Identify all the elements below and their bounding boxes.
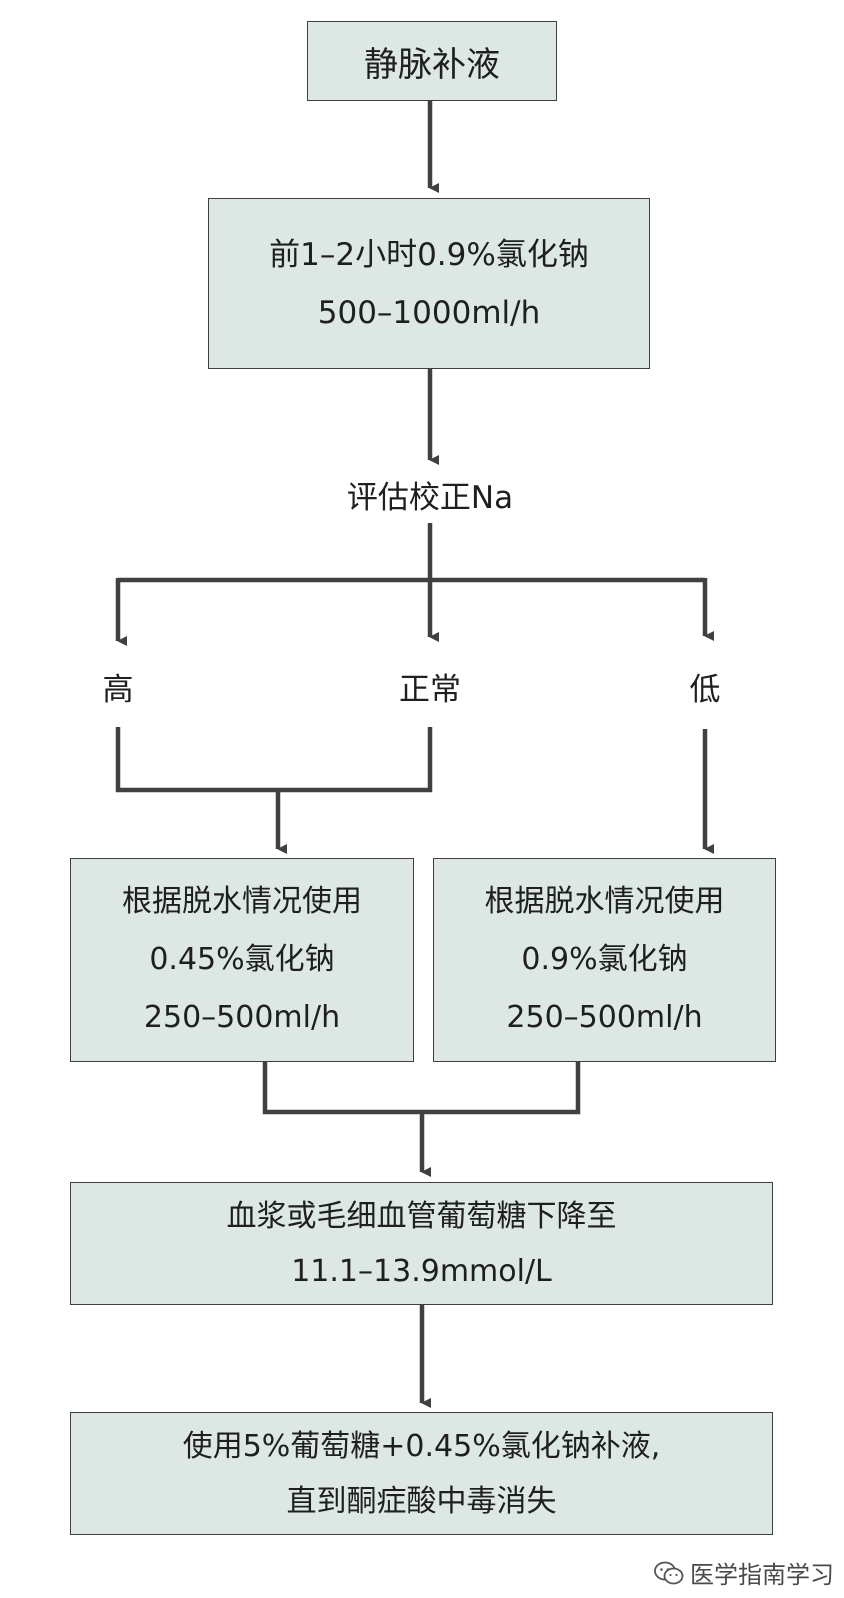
fluid-right-box: 根据脱水情况使用 0.9%氯化钠 250–500ml/h xyxy=(433,858,776,1062)
watermark-text: 医学指南学习 xyxy=(690,1561,834,1589)
fluid-left-line-2: 0.45%氯化钠 xyxy=(149,942,335,977)
branch-high-label: 高 xyxy=(102,672,134,708)
initial-fluid-line-1: 前1–2小时0.9%氯化钠 xyxy=(269,236,589,273)
final-box: 使用5%葡萄糖+0.45%氯化钠补液, 直到酮症酸中毒消失 xyxy=(70,1412,773,1535)
branch-low-label: 低 xyxy=(689,672,721,708)
assess-sodium-label: 评估校正Na xyxy=(346,480,514,516)
start-box: 静脉补液 xyxy=(307,21,557,101)
wechat-icon xyxy=(654,1561,684,1584)
fluid-right-line-3: 250–500ml/h xyxy=(506,1000,703,1035)
initial-fluid-box: 前1–2小时0.9%氯化钠 500–1000ml/h xyxy=(208,198,650,369)
fluid-left-line-3: 250–500ml/h xyxy=(143,1000,341,1035)
fluid-left-line-1: 根据脱水情况使用 xyxy=(122,884,362,919)
initial-fluid-line-2: 500–1000ml/h xyxy=(317,294,541,331)
glucose-box: 血浆或毛细血管葡萄糖下降至 11.1–13.9mmol/L xyxy=(70,1182,773,1305)
start-box-text: 静脉补液 xyxy=(364,44,500,85)
line-fluid-merge xyxy=(262,1062,581,1115)
line-high-normal-merge xyxy=(115,727,433,793)
glucose-line-1: 血浆或毛细血管葡萄糖下降至 xyxy=(226,1198,617,1234)
glucose-line-2: 11.1–13.9mmol/L xyxy=(291,1253,552,1289)
watermark: 医学指南学习 xyxy=(654,1555,834,1590)
fluid-right-line-2: 0.9%氯化钠 xyxy=(521,942,688,977)
branch-normal-label: 正常 xyxy=(399,672,461,708)
final-line-1: 使用5%葡萄糖+0.45%氯化钠补液, xyxy=(182,1428,661,1464)
fluid-left-box: 根据脱水情况使用 0.45%氯化钠 250–500ml/h xyxy=(70,858,414,1062)
fluid-right-line-1: 根据脱水情况使用 xyxy=(484,884,725,919)
final-line-2: 直到酮症酸中毒消失 xyxy=(286,1483,557,1519)
